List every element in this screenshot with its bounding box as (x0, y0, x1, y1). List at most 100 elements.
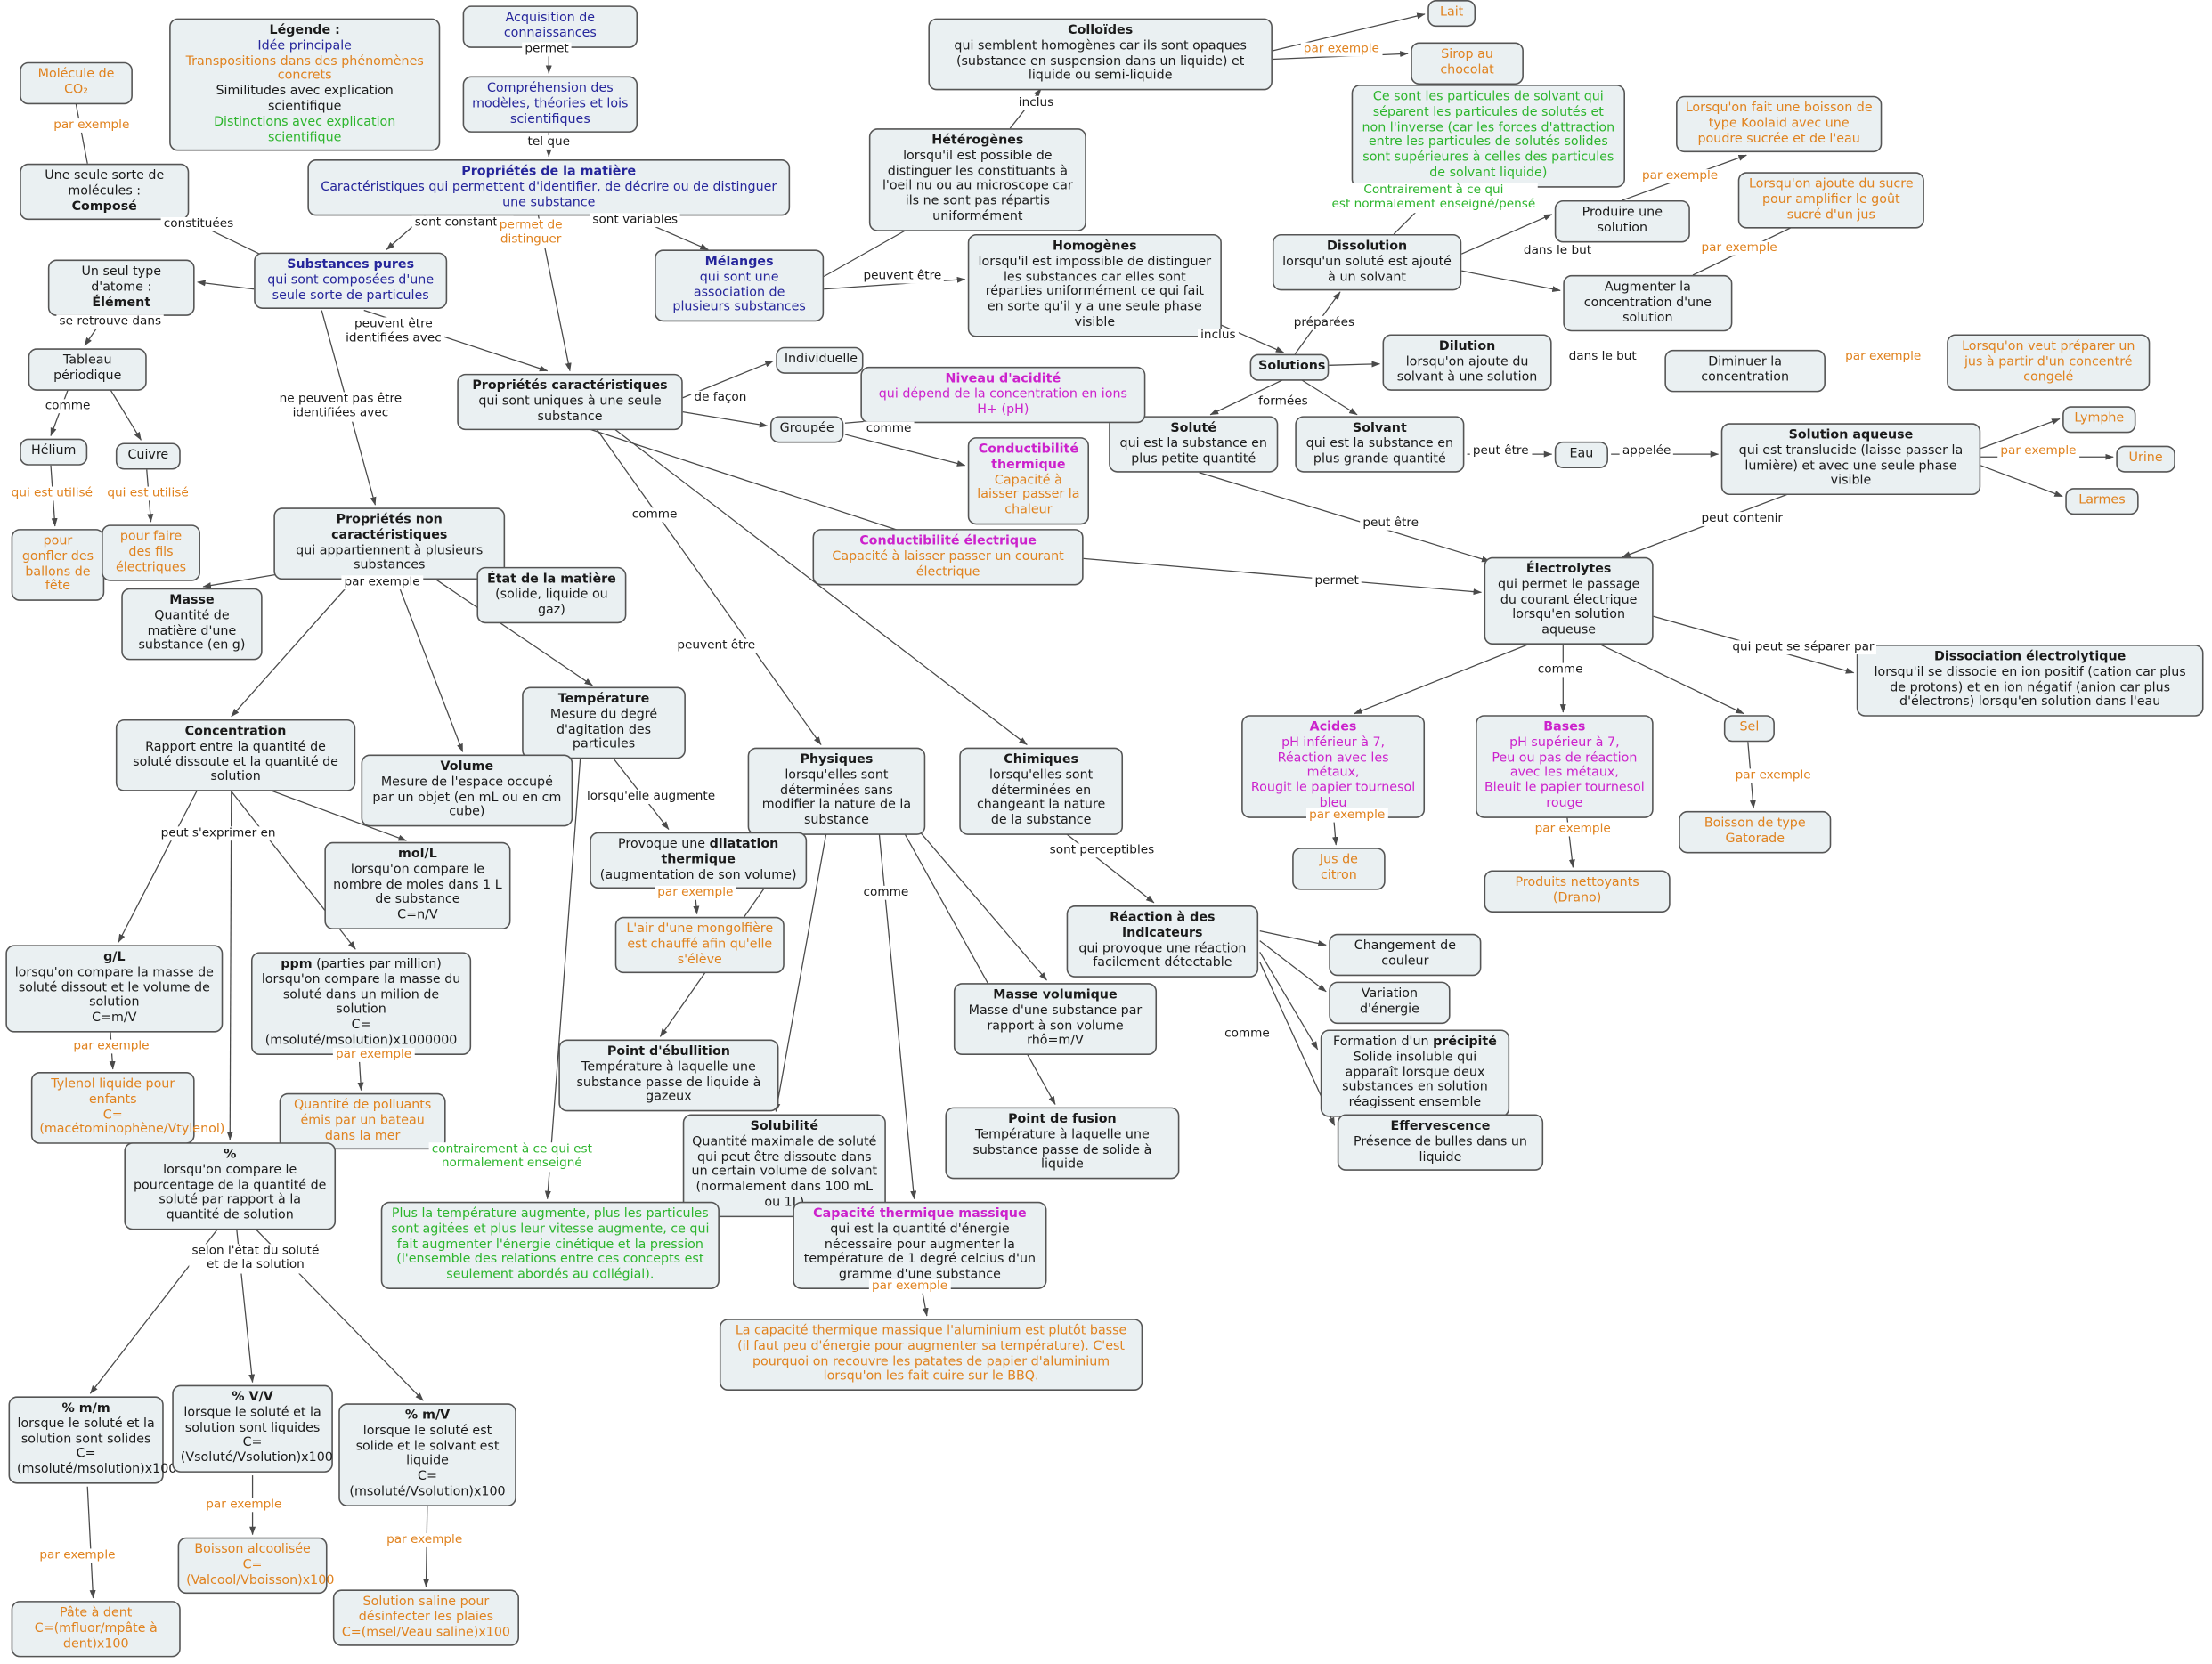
label-se-retrouve: se retrouve dans (56, 314, 165, 329)
fils-electriques-node[interactable]: pour faire des fils électriques (102, 524, 200, 582)
koolaid-node[interactable]: Lorsqu'on fait une boisson de type Koola… (1676, 95, 1883, 153)
gatorade-node[interactable]: Boisson de type Gatorade (1679, 810, 1832, 853)
acquisition-node[interactable]: Acquisition de connaissances (462, 5, 638, 48)
mongolfiere-node[interactable]: L'air d'une mongolfière est chauffé afin… (614, 916, 785, 974)
text-line: Acquisition de connaissances (503, 11, 597, 41)
compose-node[interactable]: Une seule sorte de molécules :Composé (20, 163, 190, 221)
text-line: par exemple (1534, 822, 1611, 837)
jus-concentre-node[interactable]: Lorsqu'on veut préparer un jus à partir … (1947, 334, 2151, 392)
element-node[interactable]: Un seul type d'atome :Élément (47, 259, 195, 317)
ballons-fete-node[interactable]: pour gonfler des ballons de fête (11, 529, 105, 602)
urine-node[interactable]: Urine (2116, 445, 2175, 473)
text-line: lorsque le soluté et la solution sont so… (17, 1416, 155, 1447)
drano-node[interactable]: Produits nettoyants (Drano) (1484, 870, 1671, 913)
lait-node[interactable]: Lait (1427, 0, 1476, 27)
text-line: Conductibilité électrique (859, 534, 1037, 549)
text-line: Groupée (779, 421, 834, 436)
note-solvant-node[interactable]: Ce sont les particules de solvant qui sé… (1351, 85, 1625, 188)
produire-solution-node[interactable]: Produire une solution (1554, 199, 1690, 242)
polluants-node[interactable]: Quantité de polluants émis par un bateau… (279, 1092, 446, 1150)
helium-node[interactable]: Hélium (20, 438, 88, 466)
dilatation-thermique-node[interactable]: Provoque une dilatation thermique(augmen… (590, 832, 808, 889)
jus-citron-node[interactable]: Jus de citron (1292, 848, 1386, 889)
text-line: Point d'ébullition (606, 1044, 730, 1059)
cuivre-node[interactable]: Cuivre (115, 442, 181, 470)
ppm-node[interactable]: ppm (parties par million)lorsqu'on compa… (250, 952, 472, 1055)
tableau-periodique-node[interactable]: Tableau périodique (28, 348, 147, 391)
solutions-node[interactable]: Solutions (1249, 353, 1330, 381)
augmenter-concentration-node[interactable]: Augmenter la concentration d'une solutio… (1563, 274, 1733, 332)
comprehension-node[interactable]: Compréhension des modèles, théories et l… (462, 76, 638, 134)
diminuer-concentration-node[interactable]: Diminuer la concentration (1664, 349, 1826, 392)
edge-line (1209, 378, 1284, 416)
sucre-jus-node[interactable]: Lorsqu'on ajoute du sucre pour amplifier… (1737, 172, 1924, 230)
note-temperature-node[interactable]: Plus la température augmente, plus les p… (380, 1201, 720, 1289)
lymphe-node[interactable]: Lymphe (2062, 406, 2136, 434)
changement-couleur-node[interactable]: Changement de couleur (1329, 933, 1482, 976)
larmes-node[interactable]: Larmes (2065, 488, 2139, 515)
edge-line (583, 426, 912, 536)
eau-node[interactable]: Eau (1554, 441, 1608, 468)
individuelle-node[interactable]: Individuelle (776, 346, 864, 374)
variation-energie-node[interactable]: Variation d'énergie (1329, 981, 1451, 1024)
sel-node[interactable]: Sel (1723, 715, 1775, 742)
sirop-chocolat-node[interactable]: Sirop au chocolat (1411, 42, 1524, 85)
text-line: (augmentation de son volume) (599, 868, 797, 883)
edge-line (1213, 321, 1285, 353)
pourcentage-node[interactable]: %lorsqu'on compare le pourcentage de la … (124, 1142, 337, 1230)
molecule-co2-node[interactable]: Molécule de CO₂ (20, 61, 133, 104)
groupee-node[interactable]: Groupée (769, 416, 844, 443)
text-line: Température à laquelle une substance pas… (576, 1059, 761, 1106)
aluminium-node[interactable]: La capacité thermique massique l'alumini… (719, 1319, 1143, 1392)
solution-saline-node[interactable]: Solution saline pour désinfecter les pla… (332, 1589, 519, 1647)
label-exprimer: peut s'exprimer en (158, 826, 279, 841)
edge-line (1329, 361, 1380, 368)
etat-matiere-node[interactable]: État de la matière(solide, liquide ou ga… (476, 566, 627, 624)
text-line: ne peuvent pas être (279, 392, 403, 407)
